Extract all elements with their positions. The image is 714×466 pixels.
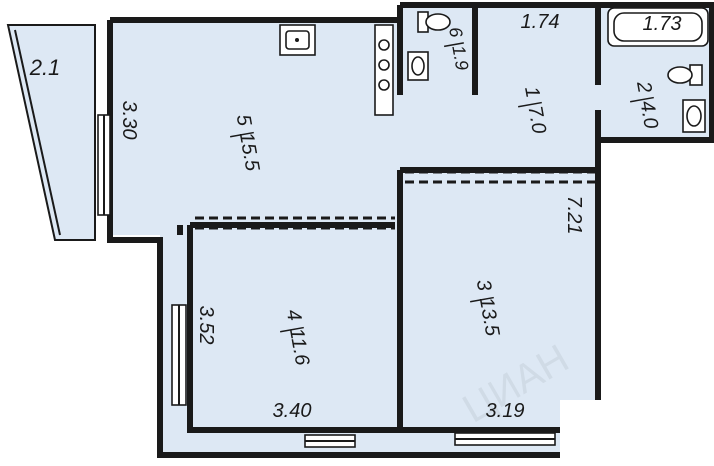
sink-icon (407, 51, 429, 81)
sink-icon (682, 99, 706, 133)
balcony-outline (6, 24, 96, 241)
interior-wall (187, 5, 601, 433)
dimension-label: 7.21 (563, 196, 585, 235)
apartment-floor (110, 5, 712, 455)
toilet-icon (417, 11, 451, 33)
window (454, 432, 556, 446)
room-label: 4 11.6 (280, 308, 313, 368)
svg-text:5: 5 (232, 113, 256, 129)
dimension-label: 1.74 (521, 11, 560, 33)
svg-text:4: 4 (282, 308, 306, 323)
toilet-icon (667, 64, 703, 86)
opening-dashed (195, 216, 395, 230)
svg-text:2: 2 (632, 79, 656, 95)
svg-text:6: 6 (445, 25, 467, 39)
stove-icon (374, 24, 394, 116)
svg-text:1: 1 (520, 85, 544, 100)
dimension-label: 1.73 (643, 13, 682, 35)
dimension-label: 3.19 (486, 400, 525, 422)
balcony-area-label: 2.1 (29, 55, 61, 80)
window (171, 304, 187, 406)
dimension-label: 3.40 (273, 400, 312, 422)
sink-icon (279, 24, 316, 56)
opening-dashed (405, 170, 595, 184)
window (304, 434, 356, 448)
balcony-floor (8, 25, 95, 240)
room-label: 6 1.9 (443, 25, 472, 72)
bathtub-icon (607, 7, 709, 47)
dimension-label: 3.30 (118, 101, 140, 140)
dimension-label: 3.52 (195, 306, 217, 345)
room-label: 1 7.0 (518, 85, 550, 135)
svg-text:4.0: 4.0 (635, 99, 661, 130)
room-label: 2 4.0 (630, 79, 662, 130)
window (97, 114, 111, 216)
svg-text:7.0: 7.0 (523, 104, 549, 135)
svg-text:1.9: 1.9 (448, 44, 472, 72)
svg-text:3: 3 (472, 278, 496, 293)
